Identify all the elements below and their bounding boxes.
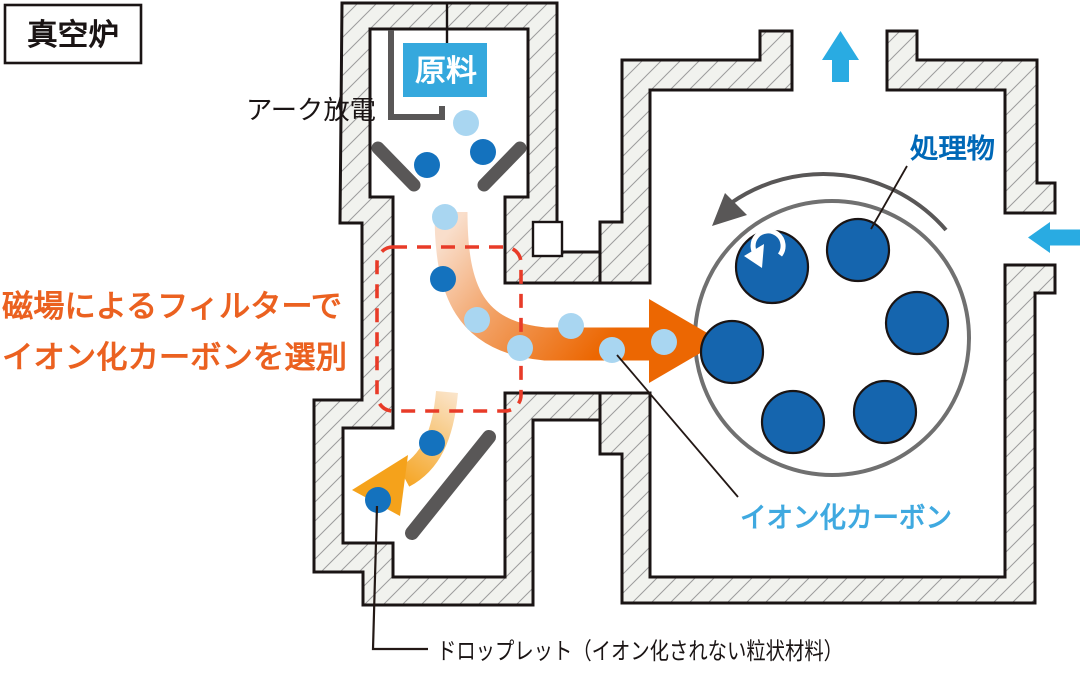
- droplet-arrow-head: [352, 455, 408, 516]
- droplet-label: ドロップレット（イオン化されない粒状材料）: [437, 638, 843, 664]
- processed-material-leader: [870, 165, 908, 230]
- chamber-wall-top-right: [885, 29, 1057, 215]
- deflector-bar-left: [371, 141, 421, 192]
- processed-material-label: 処理物: [910, 133, 995, 164]
- filter-caption-line2: イオン化カーボンを選別: [2, 340, 347, 375]
- collector-plate: [405, 430, 496, 540]
- magnetic-filter-zone: [375, 245, 523, 413]
- rotation-arrow-icon: [744, 228, 786, 268]
- ion-flow-arrow-head: [649, 299, 721, 383]
- furnace-left-wall: [312, 1, 652, 607]
- title-box: [3, 3, 143, 65]
- droplet-particle: [365, 487, 391, 513]
- filter-caption-line1: 磁場によるフィルターで: [2, 289, 342, 324]
- ionized-carbon-leader: [616, 354, 739, 498]
- droplet-leader: [371, 505, 428, 651]
- ionized-carbon-label: イオン化カーボン: [740, 502, 952, 533]
- exhaust-arrow-icon: [822, 31, 859, 82]
- electrode-bracket: [388, 30, 445, 120]
- inlet-arrow-icon: [1028, 222, 1080, 253]
- dark-particles: [365, 139, 496, 513]
- page-title: 真空炉: [27, 19, 119, 52]
- drum-rotation-arc-icon: [712, 172, 948, 232]
- wall-notch: [531, 220, 564, 258]
- raw-material-box: [403, 43, 487, 97]
- chamber-wall-bottom: [598, 263, 1057, 605]
- raw-material-label: 原料: [415, 55, 477, 88]
- deflector-bar-right: [477, 141, 527, 192]
- rotation-ball: [734, 229, 810, 305]
- arc-discharge-label: アーク放電: [246, 95, 376, 125]
- chamber-wall-top-left: [598, 29, 794, 285]
